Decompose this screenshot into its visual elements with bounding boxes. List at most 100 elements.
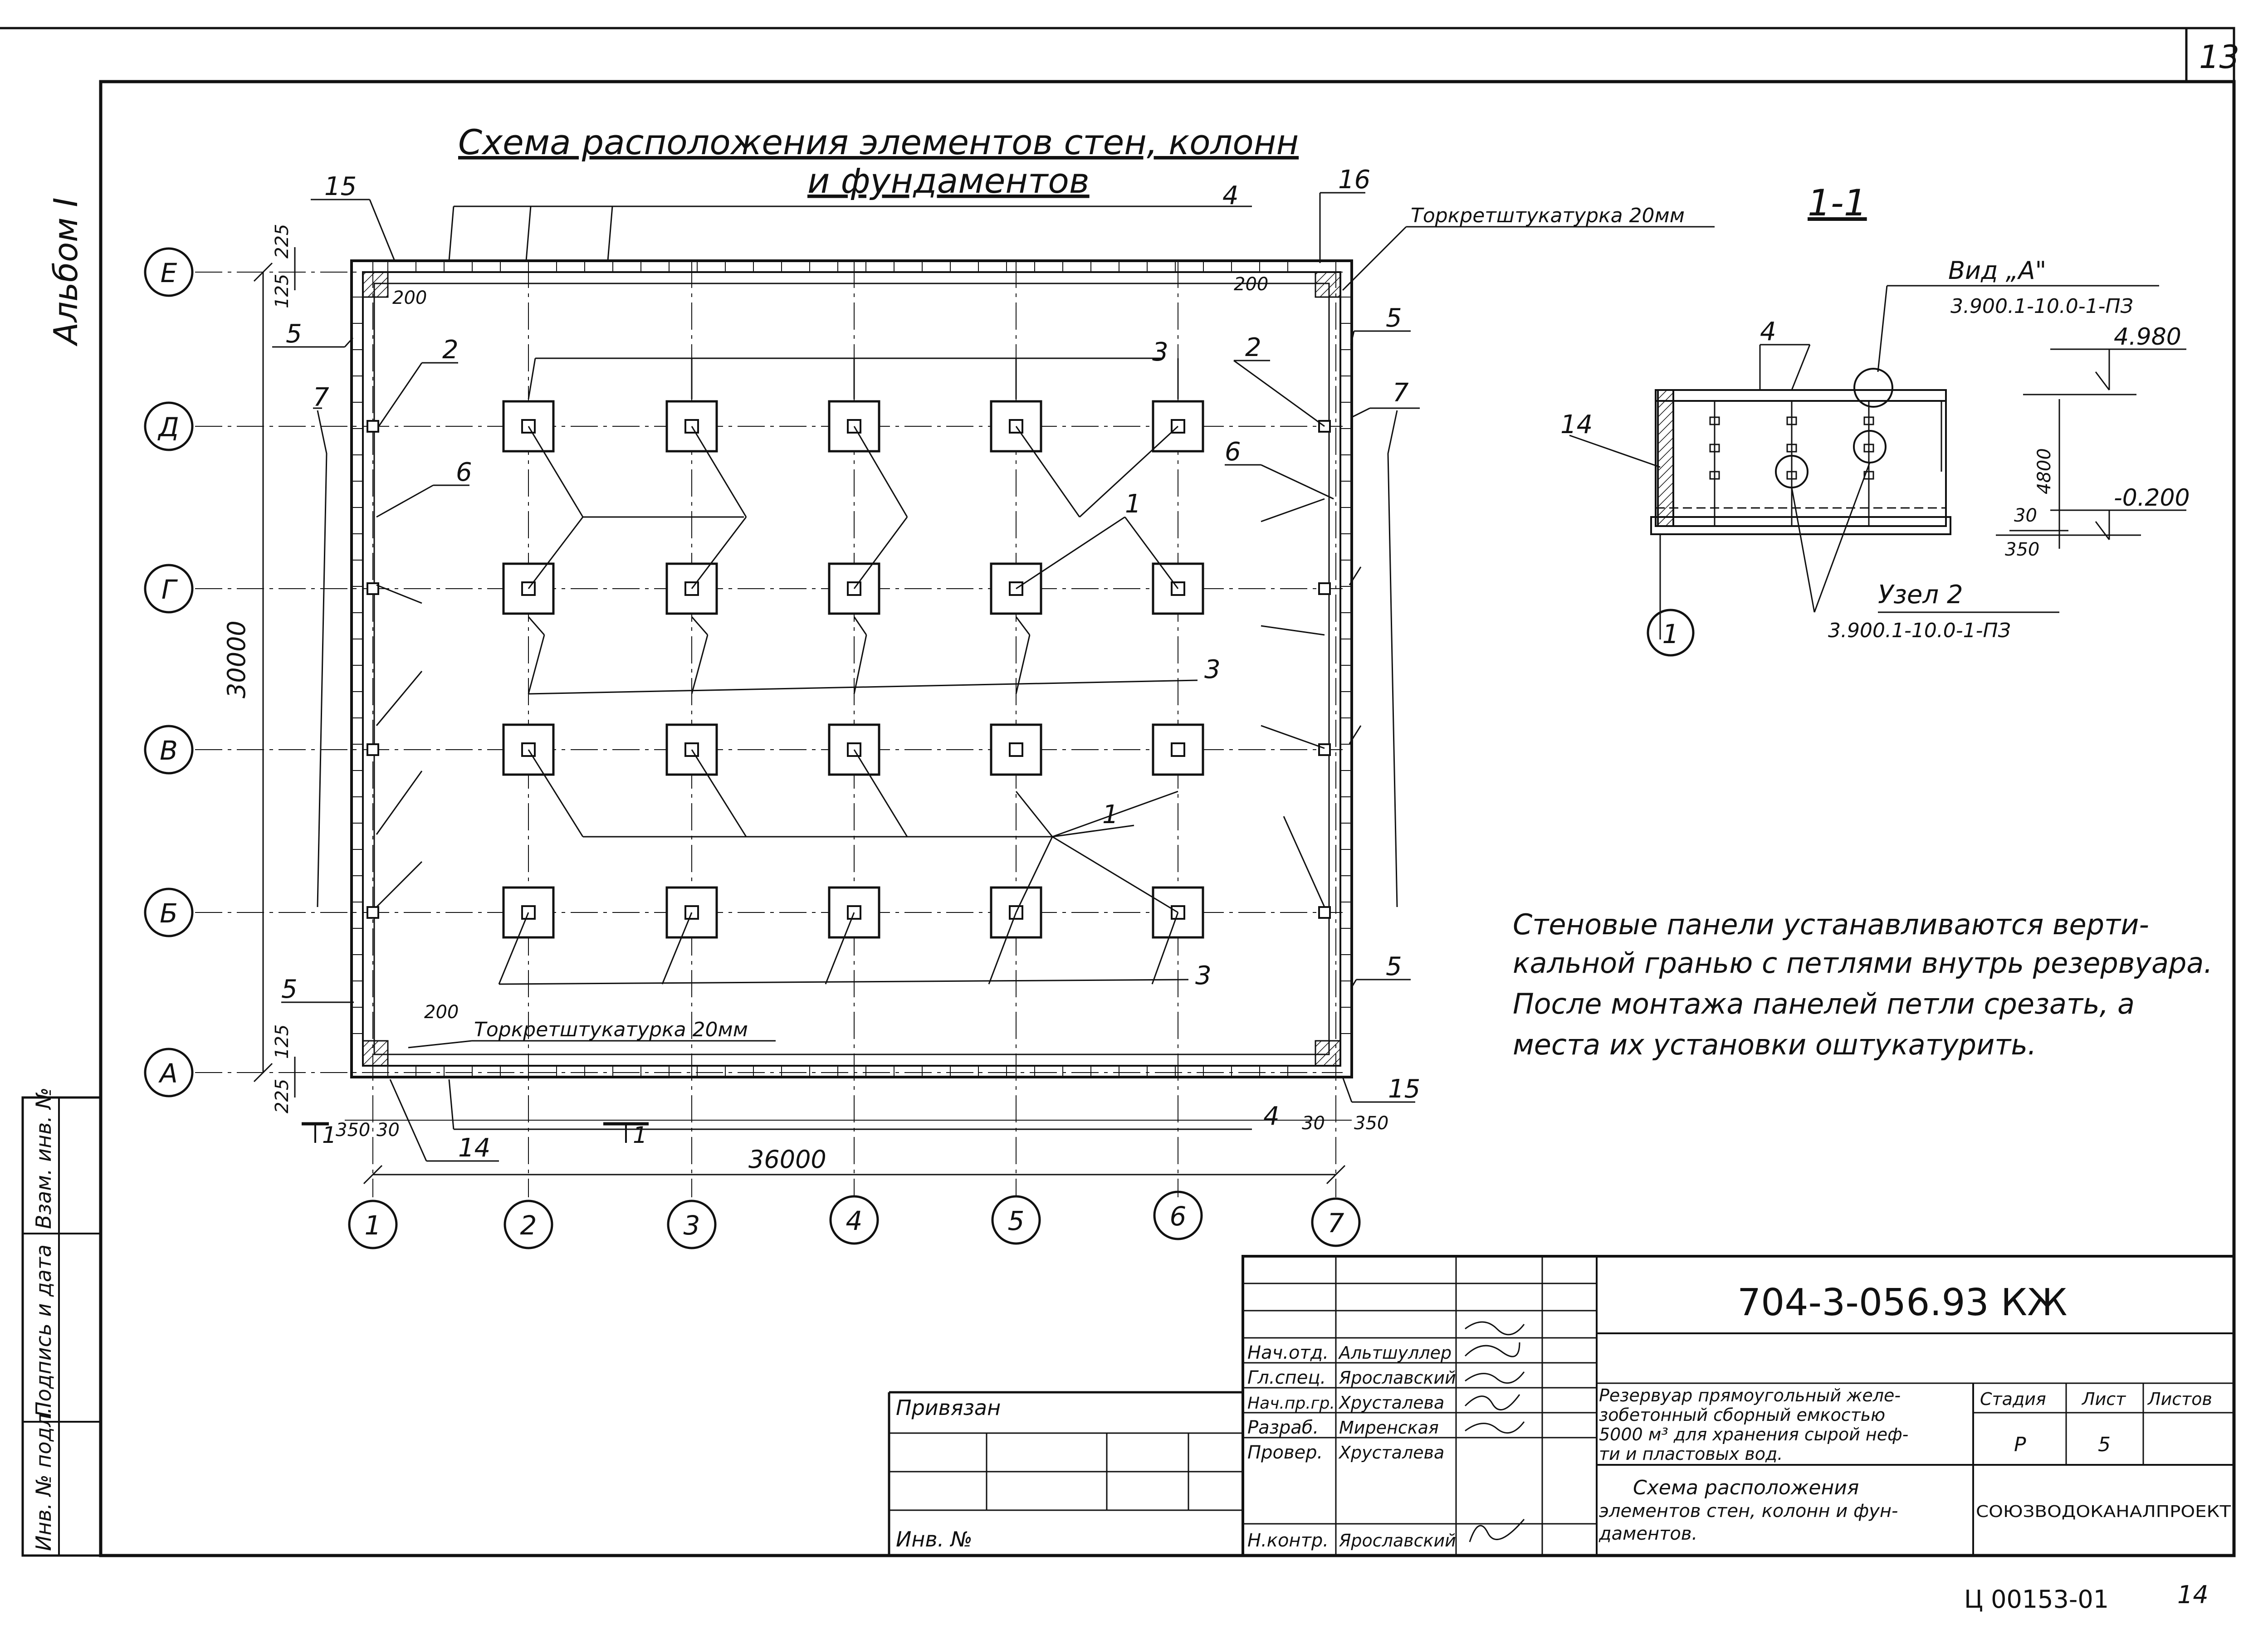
callout-3-bottom: 3	[1195, 961, 1212, 990]
plan-drawing	[195, 259, 1398, 1197]
column	[1171, 419, 1185, 434]
role-6: Н.контр.	[1247, 1530, 1329, 1551]
dim-125-top: 125	[272, 274, 293, 308]
plan-title-line1: Схема расположения элементов стен, колон…	[458, 122, 1299, 162]
row-axis-Е: Е	[144, 247, 194, 297]
callout-1-upper: 1	[1125, 489, 1141, 519]
wall-column	[1318, 582, 1331, 595]
col-axis-5: 5	[991, 1195, 1041, 1245]
col-axis-6: 6	[1153, 1190, 1203, 1240]
page-number: 13	[2199, 39, 2239, 76]
section-view-label: Вид „А"	[1948, 256, 2046, 285]
section-mark-left	[302, 1122, 329, 1143]
sheet-title-2: элементов стен, колонн и фун-	[1599, 1501, 1898, 1522]
dim-overall-height: 30000	[222, 620, 251, 698]
dim-125-bottom: 125	[272, 1024, 293, 1059]
column	[1171, 581, 1185, 596]
section-drawing	[1569, 344, 2186, 639]
wall-column	[367, 906, 379, 919]
section-callout-14: 14	[1560, 410, 1593, 439]
bottom-code: Ц 00153-01	[1964, 1585, 2109, 1614]
gunite-label-bottom: Торкретштукатурка 20мм	[474, 1018, 748, 1041]
row-axis-Д: Д	[144, 401, 194, 451]
role-5: Провер.	[1247, 1442, 1323, 1463]
sheet-title-1: Схема расположения	[1633, 1476, 1859, 1499]
strip-label-sign: Подпись и дата	[31, 1244, 56, 1417]
column	[1009, 905, 1023, 920]
section-mark-right	[603, 1122, 649, 1143]
column	[1009, 742, 1023, 757]
object-text-4: ти и пластовых вод.	[1599, 1444, 1783, 1464]
bound-label: Привязан	[896, 1395, 1001, 1420]
leader-line	[1015, 836, 1053, 913]
row-axis-label: В	[160, 735, 178, 766]
column	[521, 419, 536, 434]
section-mark-label-right: 1	[633, 1122, 647, 1148]
leader-line	[853, 749, 908, 837]
wall-column	[367, 743, 379, 756]
role-1: Нач.отд.	[1247, 1342, 1329, 1363]
leader-line	[1016, 516, 1125, 590]
leader-line	[1015, 634, 1031, 694]
leader-line	[691, 426, 747, 517]
name-1: Альтшуллер	[1338, 1343, 1452, 1363]
leader-line	[853, 616, 867, 635]
callout-15-bottom: 15	[1388, 1074, 1420, 1104]
leader-line	[1124, 517, 1179, 589]
note-line-3: После монтажа панелей петли срезать, а	[1513, 987, 2135, 1020]
name-4: Миренская	[1339, 1418, 1439, 1438]
callout-1-lower: 1	[1102, 800, 1119, 829]
section-node-ref: 3.900.1-10.0-1-ПЗ	[1828, 619, 2011, 642]
leader-line	[853, 426, 908, 517]
callout-5-righttop: 5	[1386, 303, 1402, 333]
section-dim-4800: 4800	[2034, 448, 2055, 494]
row-axis-А: А	[144, 1048, 194, 1097]
dimension-lines	[253, 247, 1352, 1185]
section-elev-bottom: -0.200	[2114, 484, 2190, 512]
leader-line	[691, 749, 747, 837]
leader-line	[528, 616, 545, 635]
leader-line	[691, 517, 747, 589]
stage-header: Стадия	[1980, 1389, 2046, 1409]
leader-line	[1151, 912, 1179, 985]
callout-6-right: 6	[1225, 437, 1241, 467]
foundation	[990, 400, 1042, 453]
stage-value: Р	[2014, 1433, 2026, 1456]
wall-column	[1318, 743, 1331, 756]
callout-2-right: 2	[1245, 333, 1261, 362]
strip-label-replace: Взам. инв. №	[31, 1088, 56, 1229]
callout-7-right: 7	[1393, 378, 1409, 408]
name-3: Хрусталева	[1338, 1393, 1444, 1413]
section-dim-30: 30	[2014, 505, 2037, 526]
name-5: Хрусталева	[1338, 1443, 1444, 1463]
leader-line	[691, 634, 709, 694]
col-axis-label: 4	[846, 1205, 863, 1236]
col-axis-label: 6	[1170, 1201, 1187, 1232]
leader-line	[376, 771, 423, 835]
col-axis-label: 5	[1008, 1205, 1025, 1236]
dim-200-bottomleft: 200	[424, 1002, 459, 1023]
callout-15-top: 15	[324, 172, 357, 201]
dim-200-topright: 200	[1234, 274, 1268, 295]
dim-350-right: 350	[1354, 1113, 1388, 1134]
wall-bracket	[1387, 410, 1398, 907]
section-title: 1-1	[1808, 182, 1867, 224]
dim-350-left: 350	[336, 1120, 370, 1141]
wall-bracket	[317, 410, 327, 907]
col-axis-2: 2	[503, 1200, 553, 1249]
sheet-value: 5	[2098, 1433, 2111, 1456]
callout-7-left: 7	[313, 383, 329, 412]
gunite-label-top: Торкретштукатурка 20мм	[1411, 204, 1685, 227]
section-mark-label-left: 1	[322, 1122, 337, 1148]
col-axis-3: 3	[667, 1200, 717, 1249]
leader-line	[1015, 426, 1080, 517]
leader-line	[853, 517, 908, 589]
col-axis-label: 7	[1328, 1208, 1344, 1239]
leader-line	[528, 426, 584, 517]
leader-line	[1261, 725, 1325, 749]
leader-line	[528, 679, 1198, 695]
callout-5-rightbottom: 5	[1386, 952, 1402, 981]
leader-line	[528, 634, 545, 694]
leader-line	[376, 584, 422, 604]
